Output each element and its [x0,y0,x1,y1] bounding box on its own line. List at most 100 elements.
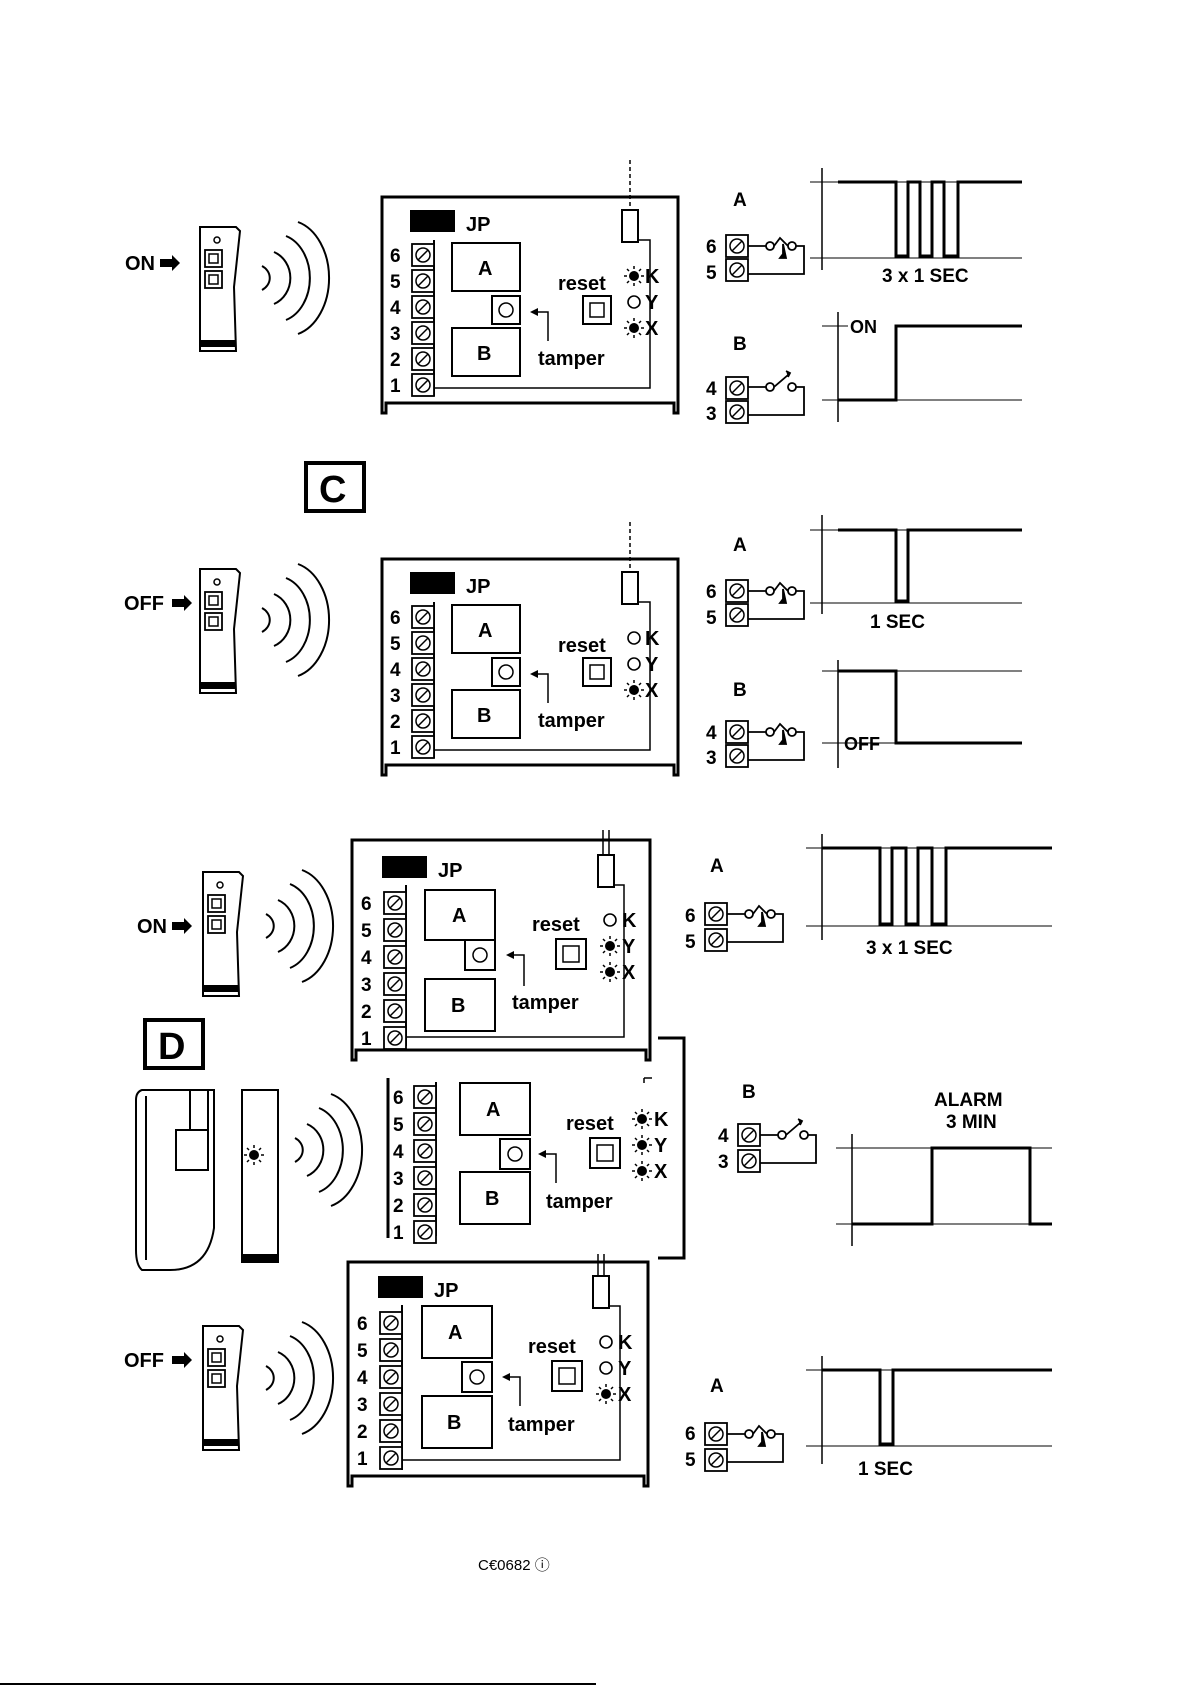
output-a: A 6 5 [685,1376,784,1472]
led-x-icon [623,317,645,339]
svg-text:reset: reset [532,914,580,936]
relay-contact-icon [747,723,805,761]
output-a: A 6 5 [706,535,805,629]
radio-waves-icon [261,563,331,677]
svg-text:Y: Y [645,654,659,676]
led-y-icon [627,295,641,309]
relay-b-label: B [477,343,491,365]
svg-text:Y: Y [654,1135,668,1157]
svg-text:6: 6 [706,582,717,603]
svg-text:A: A [486,1099,500,1121]
svg-text:6: 6 [685,1424,696,1445]
remote-control-icon [202,871,244,997]
svg-text:B: B [477,705,491,727]
on-label: ON [125,253,155,275]
ce-certification-mark: C€0682 ⓘ [478,1557,550,1574]
svg-text:1: 1 [393,1223,404,1244]
timing-a: 1 SEC [806,1356,1052,1480]
door-contact-icon [241,1089,279,1263]
svg-text:3: 3 [706,404,717,425]
svg-text:6: 6 [357,1314,368,1335]
remote-control-icon [199,568,241,694]
jp-label: JP [438,860,462,882]
svg-text:4: 4 [706,379,717,400]
receiver-board: JP 6 5 4 3 2 1 A B tamper reset [350,830,652,1062]
jp-label: JP [466,576,490,598]
jp-label: JP [466,214,490,236]
svg-text:3: 3 [361,975,372,996]
timing-label: 3 x 1 SEC [866,938,953,959]
svg-text:B: B [447,1412,461,1434]
svg-text:2: 2 [361,1002,372,1023]
svg-text:2: 2 [393,1196,404,1217]
terminal-6 [411,243,435,267]
reset-button [555,938,587,970]
svg-text:3: 3 [718,1152,729,1173]
svg-text:5: 5 [390,634,401,655]
svg-text:5: 5 [393,1115,404,1136]
svg-text:X: X [654,1161,668,1183]
terminal-label: 3 [390,324,401,345]
output-a: A 6 5 [685,856,784,953]
svg-text:B: B [733,334,747,355]
led-x-icon [599,961,621,983]
panel-3: ON JP 6 5 4 3 2 1 A B [137,830,1052,1062]
relay-contact-icon [759,1118,817,1164]
svg-text:1: 1 [390,738,401,759]
led-k-icon [623,265,645,287]
timing-label: 1 SEC [870,612,925,633]
svg-text:6: 6 [393,1088,404,1109]
led-x-label: X [645,318,659,340]
relay-contact-icon [747,582,805,620]
svg-text:5: 5 [685,1450,696,1471]
svg-text:reset: reset [558,635,606,657]
led-k-icon [603,913,617,927]
terminal-2 [411,347,435,371]
svg-text:tamper: tamper [508,1414,575,1436]
terminal-1 [411,373,435,397]
svg-text:A: A [710,1376,724,1397]
svg-text:A: A [733,535,747,556]
svg-text:5: 5 [706,263,717,284]
svg-text:1: 1 [361,1029,372,1050]
on-label: ON [137,916,167,938]
svg-text:tamper: tamper [546,1191,613,1213]
svg-text:3: 3 [390,686,401,707]
off-label: OFF [124,1350,164,1372]
led-y-icon [599,935,621,957]
output-b: B 4 3 [706,334,805,425]
led-y-label: Y [645,292,659,314]
svg-text:4: 4 [706,723,717,744]
motion-sensor-icon [135,1089,215,1271]
led-y-icon [627,657,641,671]
relay-b [451,327,521,377]
timing-a: 1 SEC [810,515,1022,633]
svg-text:5: 5 [361,921,372,942]
svg-text:tamper: tamper [538,710,605,732]
panel-5: OFF JP 6 5 4 3 2 1 A B [124,1254,1052,1488]
led-y-icon [599,1361,613,1375]
svg-text:6: 6 [685,906,696,927]
receiver-board: JP 6 5 4 3 2 1 A B tamper reset [380,522,680,777]
svg-text:1: 1 [357,1449,368,1470]
arrow-icon [172,1352,192,1368]
timing-a: 3 x 1 SEC [806,834,1052,959]
svg-text:B: B [451,995,465,1017]
svg-text:A: A [710,856,724,877]
svg-text:Y: Y [618,1358,632,1380]
svg-text:6: 6 [390,608,401,629]
section-d-label: D [158,1026,185,1068]
svg-text:3: 3 [706,748,717,769]
off-marker: OFF [844,734,880,754]
jp-jumper [382,856,427,878]
alarm-label: ALARM [934,1090,1003,1111]
terminal-label: 6 [390,246,401,267]
off-label: OFF [124,593,164,615]
led-k-label: K [645,266,660,288]
svg-text:4: 4 [718,1126,729,1147]
svg-text:B: B [742,1082,756,1103]
receiver-board: JP 6 5 4 3 2 1 A B tamper reset [346,1254,650,1488]
timing-label: 3 x 1 SEC [882,266,969,287]
svg-text:K: K [622,910,637,932]
